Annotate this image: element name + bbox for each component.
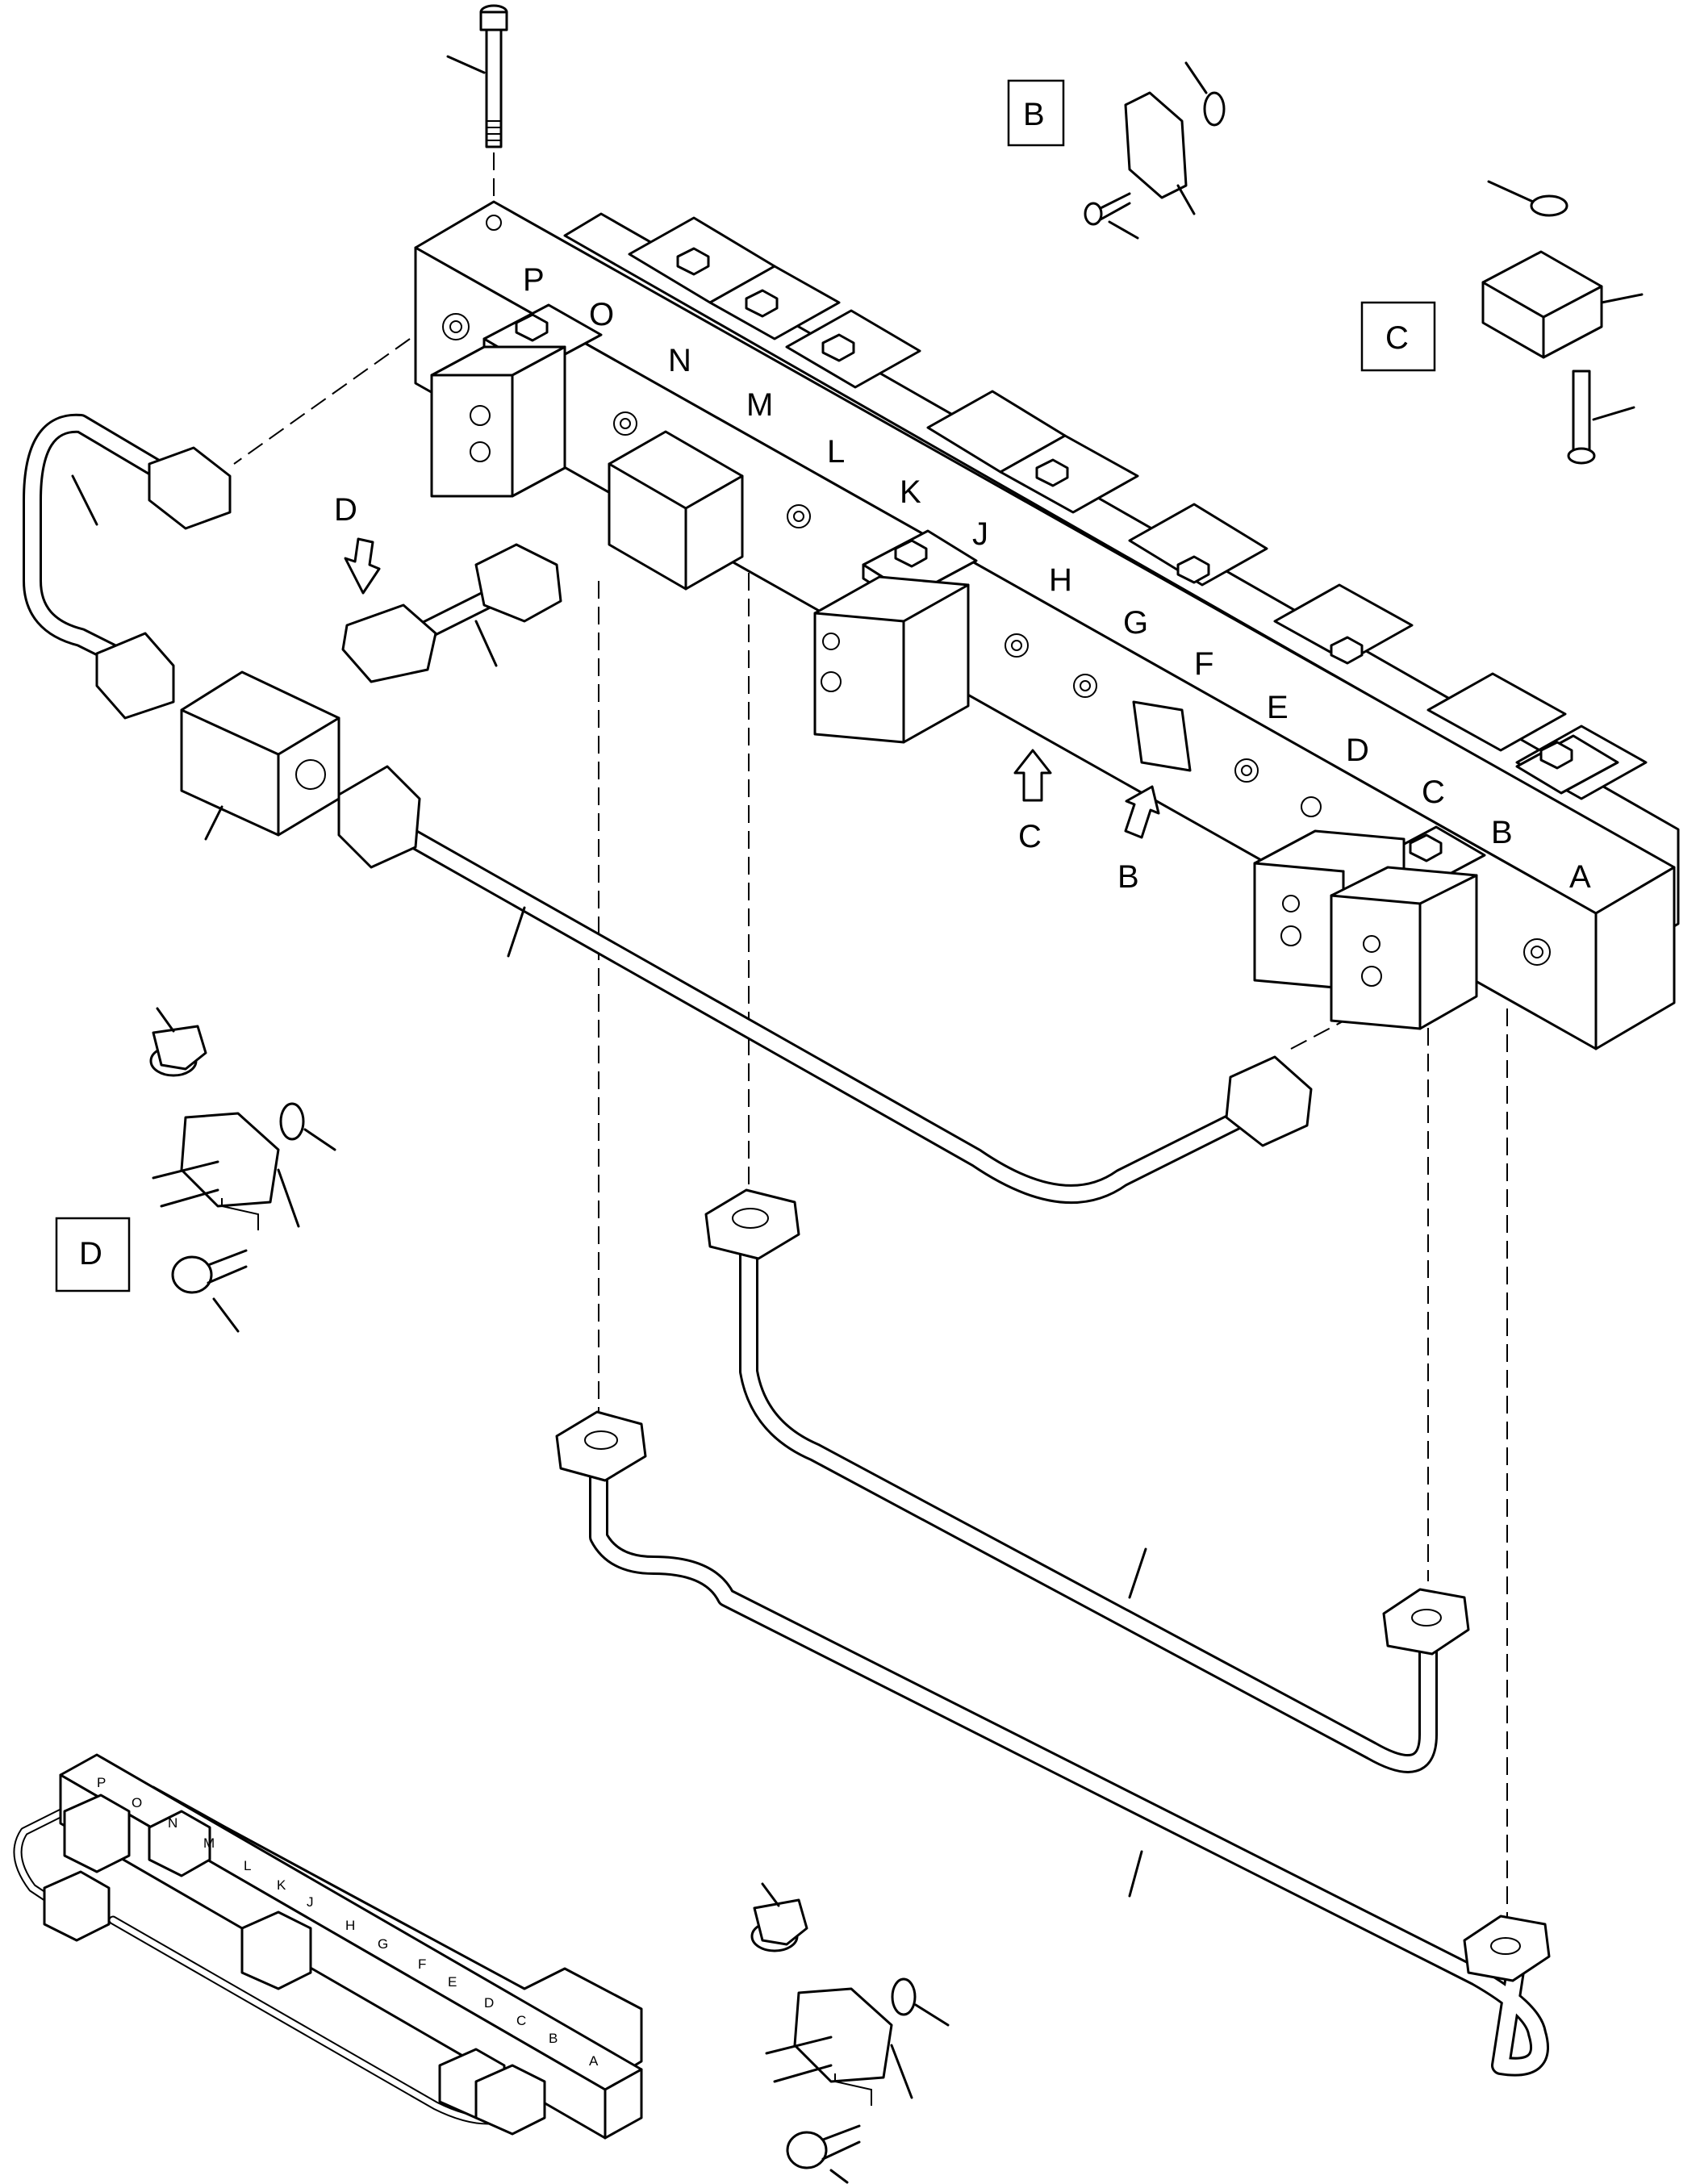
thumb-label-k: K	[277, 1877, 286, 1893]
section-labels: P O N M L K J H G F E D C B A	[523, 262, 1591, 895]
section-label-b: B	[1491, 815, 1513, 850]
thumb-label-a: A	[589, 2053, 599, 2069]
view-arrow-b-label: B	[1117, 859, 1139, 895]
detail-box-c-label: C	[1385, 320, 1409, 356]
section-label-p: P	[523, 262, 545, 298]
section-label-f: F	[1194, 646, 1213, 682]
view-arrow-b-icon	[1124, 785, 1160, 839]
section-label-n: N	[668, 343, 691, 378]
blanking-plate	[1132, 700, 1192, 772]
thumb-label-e: E	[448, 1974, 457, 1990]
manifold-body	[414, 200, 1680, 1050]
thumb-label-h: H	[345, 1918, 355, 1933]
thumb-label-j: J	[307, 1894, 314, 1910]
section-label-g: G	[1123, 605, 1148, 641]
section-label-a: A	[1569, 859, 1591, 895]
thumb-label-n: N	[168, 1815, 178, 1831]
flange	[180, 1112, 280, 1208]
detail-box-b-label: B	[1023, 97, 1045, 132]
thumb-label-b: B	[549, 2031, 558, 2046]
assembled-thumbnail: P O N M L K J H G F E D C B A	[13, 1753, 643, 2140]
section-label-c: C	[1422, 775, 1445, 810]
loose-cube-block	[180, 670, 340, 837]
detail-b: B	[1007, 61, 1226, 240]
thumb-label-c: C	[516, 2013, 526, 2028]
section-label-o: O	[589, 297, 614, 332]
thumb-label-g: G	[378, 1936, 388, 1952]
lower-pipes	[555, 1188, 1551, 2077]
thumb-label-p: P	[97, 1775, 106, 1790]
detail-box-b	[1007, 79, 1065, 147]
left-assemblies	[180, 543, 562, 841]
view-arrow-c-icon	[1013, 749, 1052, 802]
section-label-m: M	[746, 387, 773, 423]
thumb-label-f: F	[418, 1956, 426, 1972]
thumb-label-m: M	[203, 1835, 215, 1851]
side-blocks	[430, 345, 1478, 1030]
cap-screw	[1084, 202, 1103, 226]
cap-screw	[171, 1255, 213, 1294]
detail-box-c	[1360, 301, 1436, 372]
section-label-e: E	[1267, 690, 1289, 725]
detail-d: D	[55, 1007, 336, 1333]
view-arrow-d-label: D	[334, 492, 357, 528]
cap-screw	[1572, 370, 1591, 453]
view-arrows: C B D	[334, 492, 1160, 895]
o-ring	[279, 1102, 305, 1141]
top-bolt	[446, 4, 508, 148]
thumb-label-l: L	[244, 1858, 251, 1873]
detail-box-d-label: D	[79, 1236, 102, 1272]
thumb-label-d: D	[484, 1995, 494, 2011]
left-bent-pipe	[23, 413, 232, 720]
o-ring	[1530, 194, 1568, 217]
hex-nuts	[515, 247, 1573, 862]
bottom-flange-detail	[750, 1882, 950, 2184]
flange-block	[1481, 250, 1603, 359]
section-label-j: J	[972, 516, 988, 552]
section-label-h: H	[1049, 562, 1072, 598]
view-arrow-c-label: C	[1018, 819, 1042, 854]
section-label-l: L	[827, 434, 845, 470]
detail-c: C	[1360, 180, 1644, 465]
port-holes	[442, 215, 1551, 987]
section-label-k: K	[900, 474, 921, 510]
view-arrow-d-icon	[344, 537, 381, 595]
long-middle-pipe	[337, 765, 1313, 1204]
o-ring	[1203, 91, 1226, 127]
section-label-d: D	[1346, 733, 1369, 768]
blanking-plate	[1124, 91, 1188, 199]
detail-box-d	[55, 1217, 131, 1292]
thumb-label-o: O	[132, 1795, 142, 1810]
